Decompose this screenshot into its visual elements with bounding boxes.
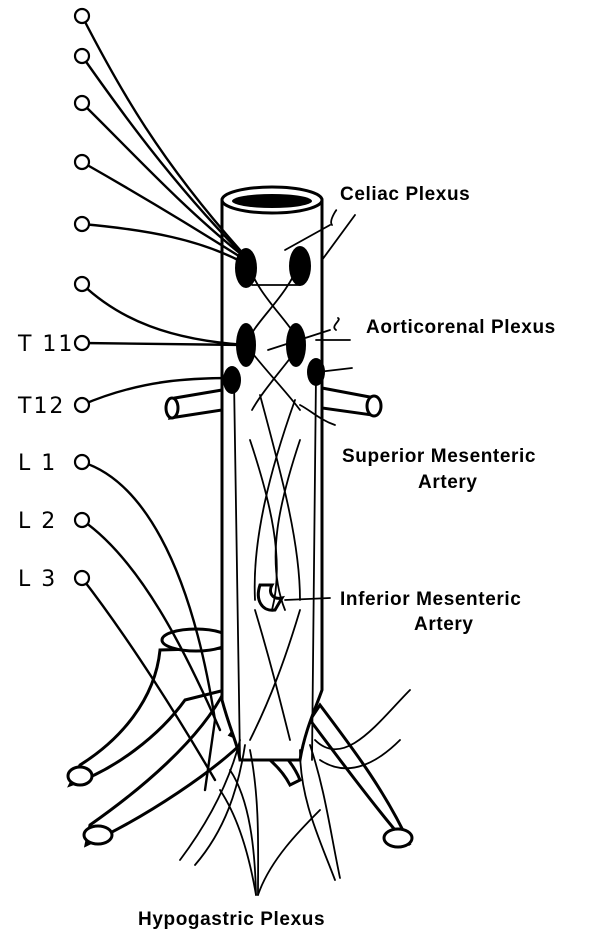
superior-mesenteric-label-line1: Superior Mesenteric — [342, 446, 536, 467]
superior-mesenteric-label-line2: Artery — [418, 472, 478, 493]
aorticorenal-ganglion-left — [236, 323, 256, 367]
celiac-ganglion-left — [235, 248, 257, 288]
nerve-node-3 — [75, 96, 89, 110]
nerve-node-t11 — [75, 336, 89, 350]
nerve-node-l3 — [75, 571, 89, 585]
ganglion-t12-left — [223, 366, 241, 394]
left-renal-end — [166, 398, 178, 418]
nerve-node-5 — [75, 217, 89, 231]
right-common-iliac — [310, 705, 410, 845]
right-iliac-end — [384, 829, 412, 847]
aorta-lumen — [232, 194, 312, 208]
segment-label-l1: L 1 — [18, 451, 57, 476]
segment-label-l3: L 3 — [18, 567, 57, 592]
inferior-mesenteric-label-line2: Artery — [414, 614, 474, 635]
nerve-node-6 — [75, 277, 89, 291]
nerve-node-l2 — [75, 513, 89, 527]
nerve-node-2 — [75, 49, 89, 63]
nerve-node-1 — [75, 9, 89, 23]
inferior-mesenteric-label-line1: Inferior Mesenteric — [340, 589, 521, 610]
aorta — [222, 200, 322, 760]
celiac-ganglion-right — [289, 246, 311, 286]
segment-label-t12: T12 — [17, 394, 65, 419]
nerve-node-l1 — [75, 455, 89, 469]
nerve-node-4 — [75, 155, 89, 169]
nerve-node-t12 — [75, 398, 89, 412]
right-renal-end — [367, 396, 381, 416]
segment-label-t11: T 11 — [17, 332, 74, 357]
hypogastric-plexus-label: Hypogastric Plexus — [138, 909, 325, 930]
left-iliac-end — [84, 826, 112, 844]
structure-labels: Celiac Plexus Aorticorenal Plexus Superi… — [138, 184, 556, 930]
aorticorenal-ganglion-right — [286, 323, 306, 367]
ganglion-t12-right — [307, 358, 325, 386]
celiac-plexus-label: Celiac Plexus — [340, 184, 470, 205]
segment-labels: T 11 T12 L 1 L 2 L 3 — [17, 332, 74, 592]
left-vein-end — [68, 767, 92, 785]
segment-label-l2: L 2 — [18, 509, 57, 534]
segment-nodes — [75, 9, 89, 585]
aorticorenal-plexus-label: Aorticorenal Plexus — [366, 317, 556, 338]
